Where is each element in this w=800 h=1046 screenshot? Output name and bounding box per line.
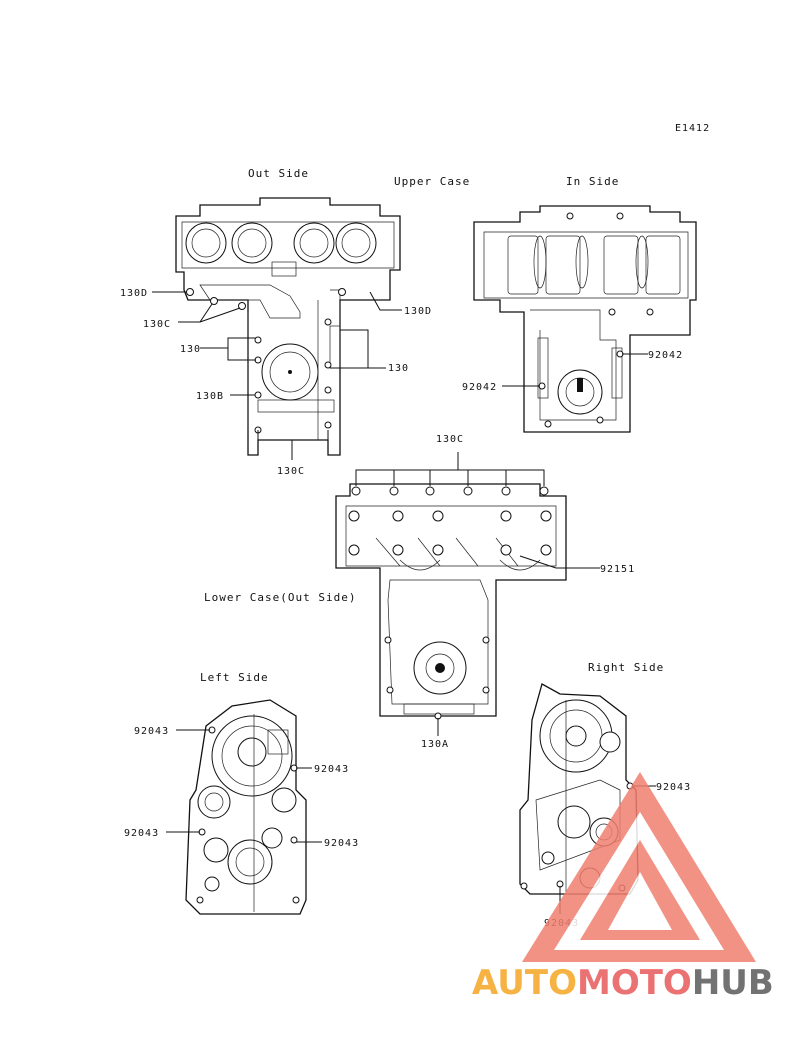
diagram-code: E1412 (675, 123, 710, 134)
callout-92043-l3: 92043 (124, 828, 159, 839)
callout-92043-l4: 92043 (324, 838, 359, 849)
right-side-title: Right Side (588, 661, 664, 674)
upper-case-in-side-drawing (473, 205, 697, 433)
lower-case-callouts: 130C 92151 130A (355, 434, 635, 750)
lower-case-bolts (348, 486, 552, 720)
callout-92043-r1: 92043 (656, 782, 691, 793)
callout-130a: 130A (421, 739, 449, 750)
upper-out-callouts: 130D 130D 130C 130 130 130B 130C (120, 288, 432, 477)
lower-case-drawing (335, 483, 567, 717)
left-side-title: Left Side (200, 671, 269, 684)
callout-130c-bottom: 130C (277, 466, 305, 477)
upper-case-title: Upper Case (394, 175, 470, 188)
callout-92043-l2: 92043 (314, 764, 349, 775)
callout-92042-right: 92042 (648, 350, 683, 361)
lower-case-title: Lower Case(Out Side) (204, 591, 356, 604)
callout-92042-left: 92042 (462, 382, 497, 393)
watermark-hub: HUB (692, 963, 774, 1003)
left-side-drawing (185, 699, 307, 915)
upper-in-callouts: 92042 92042 (462, 350, 683, 393)
callout-92151: 92151 (600, 564, 635, 575)
callout-130: 130 (180, 344, 201, 355)
callout-92043-l1: 92043 (134, 726, 169, 737)
left-side-callouts: 92043 92043 92043 92043 (124, 726, 359, 849)
callout-130d-left: 130D (120, 288, 148, 299)
callout-130b: 130B (196, 391, 224, 402)
watermark-auto: AUTO (472, 963, 577, 1003)
callout-130d-right: 130D (404, 306, 432, 317)
callout-130c: 130C (143, 319, 171, 330)
watermark-logo: AUTOMOTOHUB (472, 772, 774, 1003)
callout-130-right: 130 (388, 363, 409, 374)
out-side-label: Out Side (248, 167, 309, 180)
in-side-label: In Side (566, 175, 619, 188)
callout-130c-top: 130C (436, 434, 464, 445)
svg-text:AUTOMOTOHUB: AUTOMOTOHUB (472, 963, 774, 1003)
upper-case-out-side-drawing (175, 197, 401, 456)
watermark-moto: MOTO (577, 963, 692, 1003)
